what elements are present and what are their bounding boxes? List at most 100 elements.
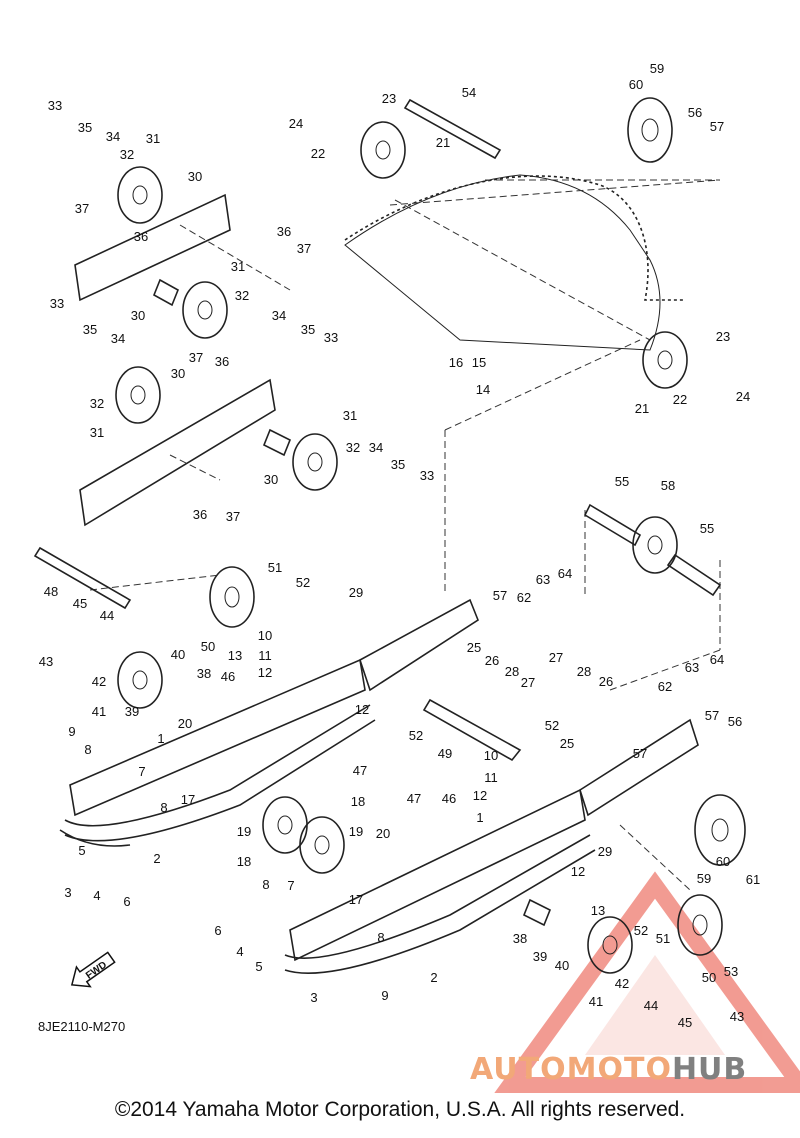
callout-30: 30 <box>188 169 202 184</box>
callout-39: 39 <box>533 949 547 964</box>
callout-57: 57 <box>710 119 724 134</box>
callout-8: 8 <box>262 877 269 892</box>
callout-51: 51 <box>268 560 282 575</box>
diagram-code: 8JE2110-M270 <box>38 1019 125 1034</box>
callout-34: 34 <box>272 308 286 323</box>
callout-33: 33 <box>420 468 434 483</box>
callout-36: 36 <box>215 354 229 369</box>
callout-18: 18 <box>237 854 251 869</box>
shafts <box>33 98 722 927</box>
callout-34: 34 <box>106 129 120 144</box>
callout-24: 24 <box>736 389 750 404</box>
callout-11: 11 <box>258 648 272 663</box>
track-belt <box>344 174 685 351</box>
callout-25: 25 <box>560 736 574 751</box>
callout-31: 31 <box>90 425 104 440</box>
callout-25: 25 <box>467 640 481 655</box>
callout-8: 8 <box>377 930 384 945</box>
callout-14: 14 <box>476 382 490 397</box>
callout-30: 30 <box>264 472 278 487</box>
callout-59: 59 <box>697 871 711 886</box>
callout-35: 35 <box>301 322 315 337</box>
callout-18: 18 <box>351 794 365 809</box>
callout-32: 32 <box>90 396 104 411</box>
callout-20: 20 <box>178 716 192 731</box>
callout-56: 56 <box>728 714 742 729</box>
callout-23: 23 <box>382 91 396 106</box>
watermark-logo: AUTOMOTOHUB <box>470 1052 747 1087</box>
callout-56: 56 <box>688 105 702 120</box>
callout-27: 27 <box>521 675 535 690</box>
callout-63: 63 <box>685 660 699 675</box>
callout-10: 10 <box>258 628 272 643</box>
callout-40: 40 <box>171 647 185 662</box>
callout-26: 26 <box>485 653 499 668</box>
callout-13: 13 <box>228 648 242 663</box>
callout-52: 52 <box>296 575 310 590</box>
callout-7: 7 <box>287 878 294 893</box>
callout-29: 29 <box>598 844 612 859</box>
callout-37: 37 <box>297 241 311 256</box>
callout-37: 37 <box>75 201 89 216</box>
wheel-50 <box>209 566 255 628</box>
callout-21: 21 <box>635 401 649 416</box>
callout-35: 35 <box>83 322 97 337</box>
callout-26: 26 <box>599 674 613 689</box>
callout-35: 35 <box>78 120 92 135</box>
callout-2: 2 <box>153 851 160 866</box>
callout-52: 52 <box>409 728 423 743</box>
callout-24: 24 <box>289 116 303 131</box>
callout-64: 64 <box>558 566 572 581</box>
callout-22: 22 <box>673 392 687 407</box>
callout-58: 58 <box>661 478 675 493</box>
callout-59: 59 <box>650 61 664 76</box>
callout-33: 33 <box>48 98 62 113</box>
callout-62: 62 <box>658 679 672 694</box>
callout-41: 41 <box>589 994 603 1009</box>
callout-40: 40 <box>555 958 569 973</box>
wheel-31-top <box>117 166 163 224</box>
callout-55: 55 <box>700 521 714 536</box>
callout-45: 45 <box>73 596 87 611</box>
callout-38: 38 <box>513 931 527 946</box>
callout-22: 22 <box>311 146 325 161</box>
wheel-21-top <box>360 121 406 179</box>
callout-12: 12 <box>571 864 585 879</box>
callout-46: 46 <box>442 791 456 806</box>
callout-32: 32 <box>346 440 360 455</box>
fwd-arrow-icon: FWD <box>70 951 116 988</box>
callout-45: 45 <box>678 1015 692 1030</box>
upper-frame-rails <box>74 193 276 527</box>
callout-52: 52 <box>545 718 559 733</box>
callout-42: 42 <box>615 976 629 991</box>
callout-47: 47 <box>407 791 421 806</box>
callout-32: 32 <box>235 288 249 303</box>
callout-35: 35 <box>391 457 405 472</box>
wheel-58 <box>632 516 678 574</box>
watermark-triangle-icon <box>494 871 800 1093</box>
callout-13: 13 <box>591 903 605 918</box>
callout-20: 20 <box>376 826 390 841</box>
wheel-31-mid <box>182 281 228 339</box>
callout-28: 28 <box>577 664 591 679</box>
callout-31: 31 <box>343 408 357 423</box>
callout-53: 53 <box>724 964 738 979</box>
callout-43: 43 <box>39 654 53 669</box>
callout-36: 36 <box>134 229 148 244</box>
callout-21: 21 <box>436 135 450 150</box>
callout-9: 9 <box>68 724 75 739</box>
wheel-21-right <box>642 331 688 389</box>
callout-12: 12 <box>258 665 272 680</box>
callout-39: 39 <box>125 704 139 719</box>
callout-31: 31 <box>231 259 245 274</box>
callout-12: 12 <box>473 788 487 803</box>
wheel-59-top <box>627 97 673 163</box>
wheel-50-bottom <box>677 894 723 956</box>
callout-57: 57 <box>633 746 647 761</box>
callout-50: 50 <box>201 639 215 654</box>
wheel-41 <box>117 651 163 709</box>
callout-43: 43 <box>730 1009 744 1024</box>
callout-28: 28 <box>505 664 519 679</box>
callout-36: 36 <box>277 224 291 239</box>
